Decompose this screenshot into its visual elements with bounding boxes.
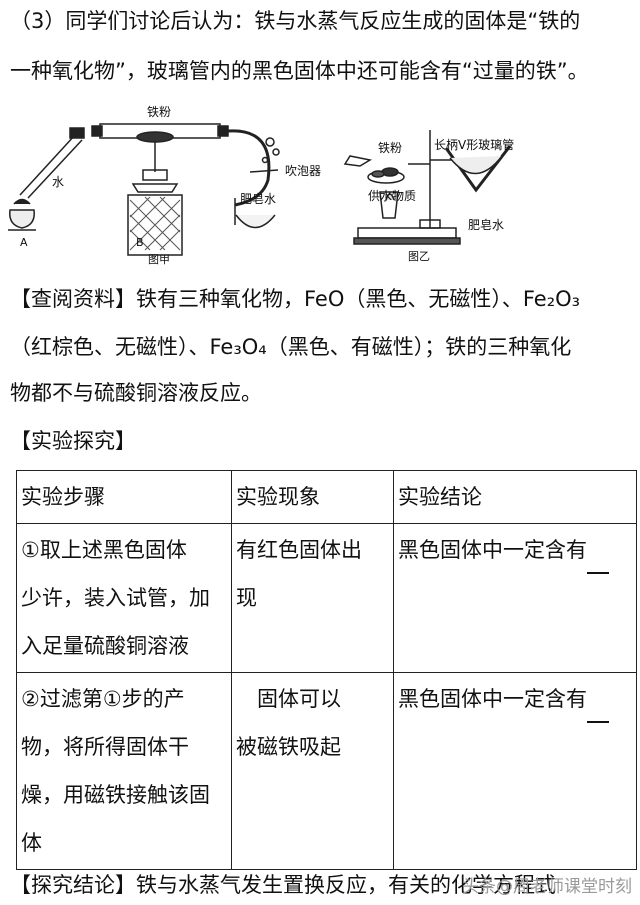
label-a: A bbox=[20, 236, 28, 249]
table-row: ①取上述黑色固体 少许，装入试管，加 入足量硫酸铜溶液 有红色固体出 现 黑色固… bbox=[16, 523, 637, 673]
answer-blank[interactable] bbox=[587, 697, 609, 723]
watermark: 头条@周老师课堂时刻 bbox=[462, 877, 632, 897]
step-cell: ①取上述黑色固体 少许，装入试管，加 入足量硫酸铜溶液 bbox=[16, 523, 232, 673]
label-water: 水 bbox=[52, 175, 64, 189]
header-conclusion: 实验结论 bbox=[393, 470, 637, 524]
question-line-1: （3）同学们讨论后认为：铁与水蒸气反应生成的固体是“铁的 bbox=[10, 9, 581, 33]
header-step: 实验步骤 bbox=[16, 470, 232, 524]
reference-line-3: 物都不与硫酸铜溶液反应。 bbox=[10, 381, 262, 405]
conclusion-cell: 黑色固体中一定含有 bbox=[393, 672, 637, 870]
caption-yi: 图乙 bbox=[408, 250, 430, 263]
phenomenon-cell: 有红色固体出 现 bbox=[231, 523, 394, 673]
label-water-supply: 供水物质 bbox=[368, 189, 416, 203]
experiment-table: 实验步骤 实验现象 实验结论 ①取上述黑色固体 少许，装入试管，加 入足量硫酸铜… bbox=[16, 470, 637, 870]
conclusion-cell: 黑色固体中一定含有 bbox=[393, 523, 637, 673]
reference-line-1: 【查阅资料】铁有三种氧化物，FeO（黑色、无磁性）、Fe₂O₃ bbox=[10, 284, 634, 314]
label-iron-powder-yi: 铁粉 bbox=[378, 141, 402, 155]
table-row: ②过滤第①步的产 物，将所得固体干 燥，用磁铁接触该固 体 固体可以 被磁铁吸起… bbox=[16, 672, 637, 870]
apparatus-diagram: 铁粉 水 吹泡器 肥皂水 A B 图甲 铁粉 长柄V形玻璃管 供水物质 肥皂水 … bbox=[8, 105, 514, 266]
question-line-2: 一种氧化物”，玻璃管内的黑色固体中还可能含有“过量的铁”。 bbox=[10, 59, 589, 83]
label-v-tube: 长柄V形玻璃管 bbox=[434, 137, 514, 152]
label-bubbler: 吹泡器 bbox=[285, 164, 321, 178]
conclusion-text: 铁与水蒸气发生置换反应，有关的化学方程式 bbox=[136, 873, 556, 897]
step-cell: ②过滤第①步的产 物，将所得固体干 燥，用磁铁接触该固 体 bbox=[16, 672, 232, 870]
label-b: B bbox=[136, 236, 144, 249]
reference-line-2: （红棕色、无磁性）、Fe₃O₄（黑色、有磁性）；铁的三种氧化 bbox=[10, 335, 572, 359]
label-soap-water-yi: 肥皂水 bbox=[468, 218, 504, 232]
caption-jia: 图甲 bbox=[148, 253, 170, 266]
conclusion-heading: 【探究结论】 bbox=[10, 873, 136, 897]
figure-yi bbox=[343, 130, 512, 245]
label-soap-water-jia: 肥皂水 bbox=[240, 192, 276, 206]
answer-blank[interactable] bbox=[587, 548, 609, 574]
table-header-row: 实验步骤 实验现象 实验结论 bbox=[16, 470, 637, 524]
phenomenon-cell: 固体可以 被磁铁吸起 bbox=[231, 672, 394, 870]
reference-heading: 【查阅资料】 bbox=[10, 287, 136, 311]
label-iron-powder-jia: 铁粉 bbox=[147, 105, 171, 119]
experiment-figure: 铁粉 水 吹泡器 肥皂水 A B 图甲 铁粉 长柄V形玻璃管 供水物质 肥皂水 … bbox=[0, 100, 640, 270]
header-phenomenon: 实验现象 bbox=[231, 470, 394, 524]
explore-heading: 【实验探究】 bbox=[10, 429, 136, 453]
figure-jia bbox=[8, 123, 280, 256]
reference-text-1: 铁有三种氧化物，FeO（黑色、无磁性）、Fe₂O₃ bbox=[136, 287, 581, 311]
conclusion-line: 【探究结论】铁与水蒸气发生置换反应，有关的化学方程式 bbox=[10, 870, 634, 900]
